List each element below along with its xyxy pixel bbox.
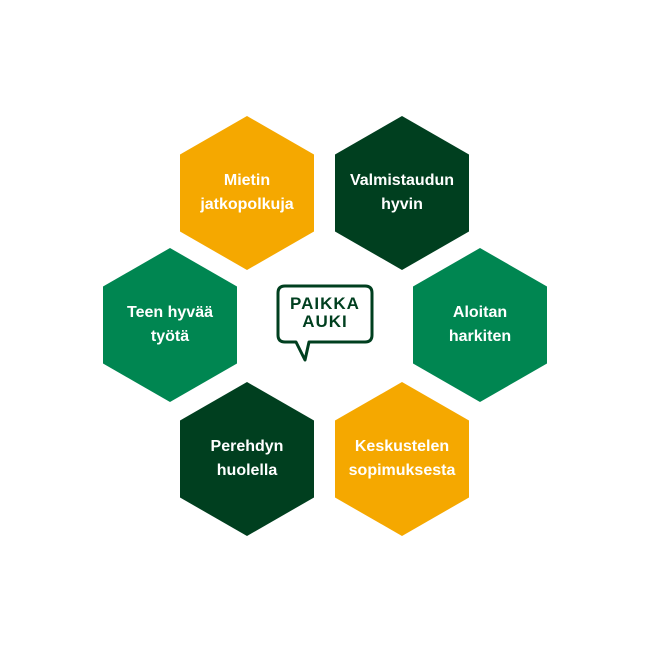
hexagon-label-line: Perehdyn (210, 438, 284, 455)
hexagon-keskustelen-sopimuksesta: Keskustelen sopimuksesta (335, 382, 469, 536)
hexagon-perehdyn-huolella: Perehdyn huolella (180, 382, 314, 536)
hexagon-label: Mietin jatkopolkuja (200, 169, 293, 217)
hexagon-aloitan-harkiten: Aloitan harkiten (413, 248, 547, 402)
logo-line-2: AUKI (302, 312, 348, 331)
hexagon-label-line: Teen hyvää (127, 304, 213, 321)
paikka-auki-logo: PAIKKA AUKI (275, 283, 375, 365)
hexagon-label-line: Keskustelen (354, 438, 450, 455)
hexagon-valmistaudun-hyvin: Valmistaudun hyvin (335, 116, 469, 270)
hexagon-label-line: huolella (216, 462, 278, 479)
hexagon-label: Keskustelen sopimuksesta (349, 435, 456, 483)
hexagon-mietin-jatkopolkuja: Mietin jatkopolkuja (180, 116, 314, 270)
hexagon-teen-hyvaa-tyota: Teen hyvää työtä (103, 248, 237, 402)
hexagon-label: Valmistaudun hyvin (350, 169, 454, 217)
hexagon-label-line: hyvin (381, 196, 423, 213)
logo-line-1: PAIKKA (290, 294, 360, 313)
hexagon-label-line: harkiten (448, 328, 512, 345)
hexagon-label-line: sopimuksesta (348, 462, 456, 479)
hexagon-label-line: työtä (150, 328, 190, 345)
hexagon-label: Perehdyn huolella (211, 435, 284, 483)
hexagon-label: Aloitan harkiten (449, 301, 511, 349)
hexagon-label-line: Aloitan (452, 304, 508, 321)
hexagon-label-line: Mietin (223, 172, 271, 189)
hexagon-label: Teen hyvää työtä (127, 301, 213, 349)
hexagon-label-line: Valmistaudun (349, 172, 455, 189)
speech-bubble-icon (276, 284, 374, 362)
hexagon-label-line: jatkopolkuja (200, 196, 294, 213)
